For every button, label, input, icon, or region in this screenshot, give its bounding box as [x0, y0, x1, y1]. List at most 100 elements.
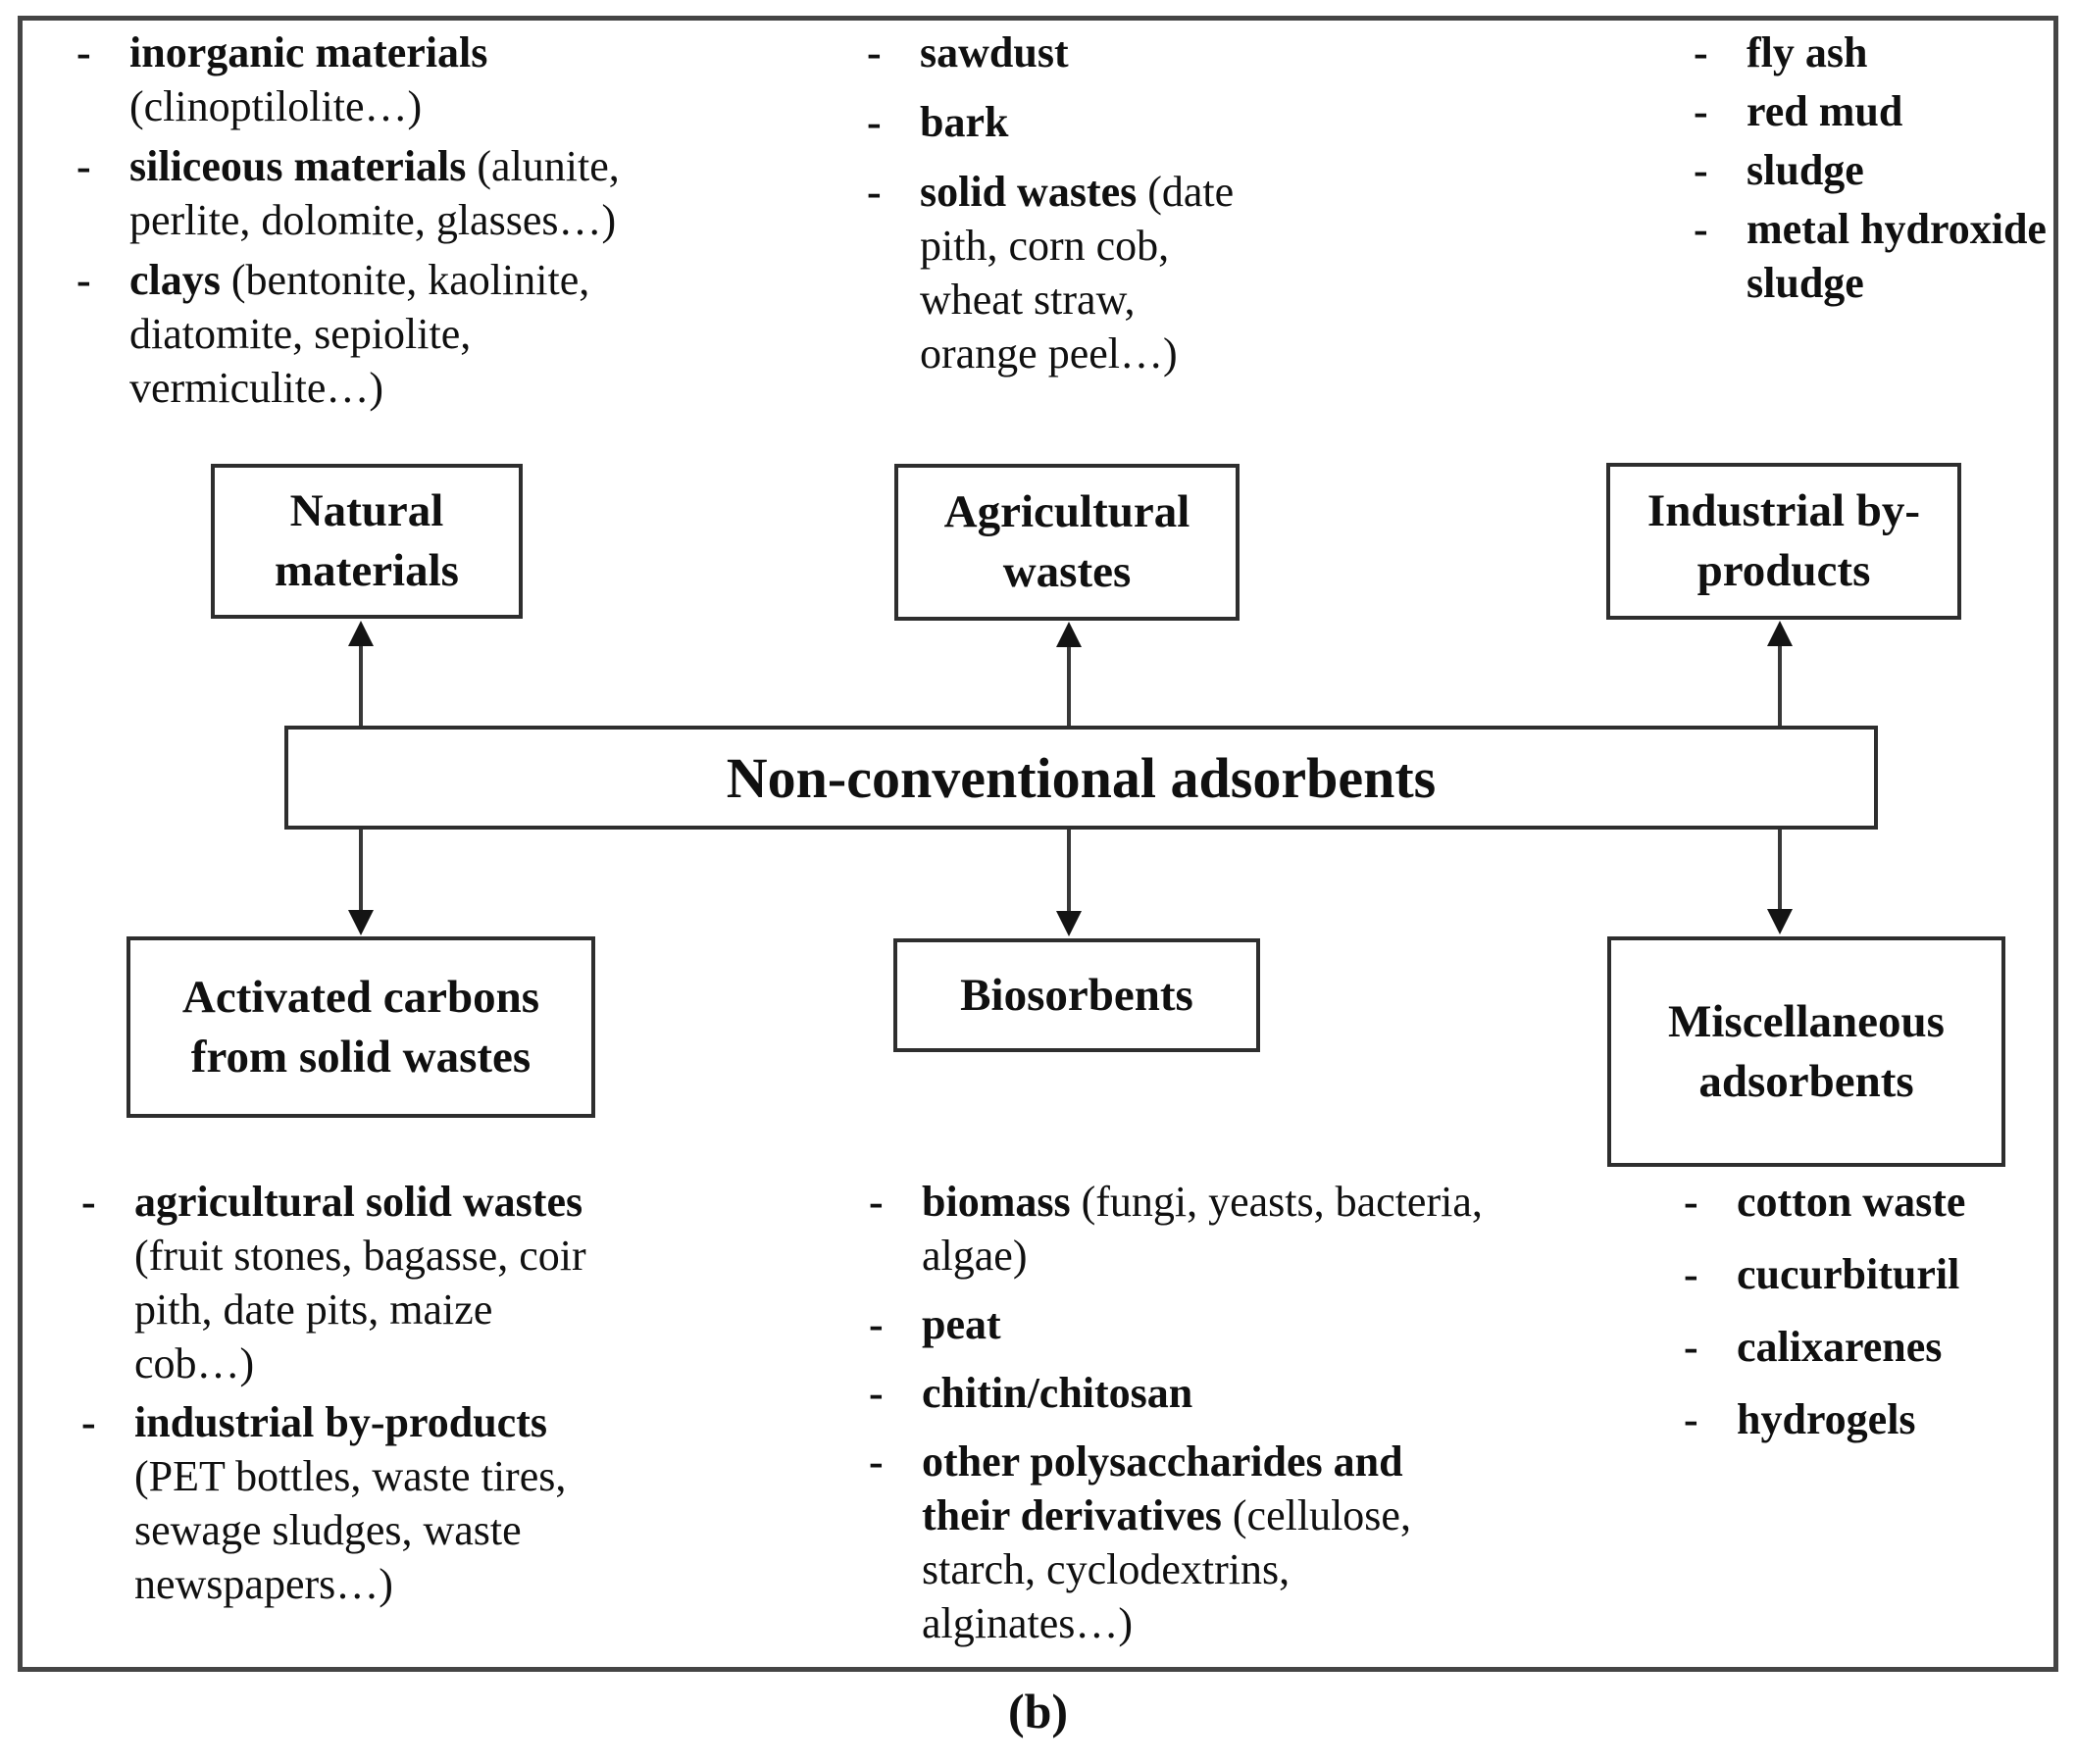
list-item: - calixarenes — [1684, 1320, 2076, 1374]
natural-materials-box: Natural materials — [211, 464, 523, 619]
miscellaneous-examples-list: - cotton waste - cucurbituril - calixare… — [1684, 1175, 2076, 1465]
dash-bullet: - — [76, 142, 91, 190]
industrial-byproducts-examples-list: - fly ash - red mud - sludge - metal hyd… — [1694, 25, 2056, 315]
item-detail: (date pith, corn cob, wheat straw, orang… — [920, 168, 1235, 378]
item-term: calixarenes — [1737, 1323, 1943, 1371]
dash-bullet: - — [76, 28, 91, 76]
item-term: other polysaccharides and their derivati… — [922, 1437, 1403, 1539]
list-item: - industrial by-products (PET bottles, w… — [81, 1395, 616, 1611]
dash-bullet: - — [81, 1178, 96, 1226]
dash-bullet: - — [1694, 146, 1708, 194]
item-detail: (clinoptilolite…) — [129, 82, 423, 130]
list-item: - clays (bentonite, kaolinite, diatomite… — [76, 253, 684, 415]
dash-bullet: - — [81, 1398, 96, 1446]
list-item: - sludge — [1694, 143, 2056, 197]
dash-bullet: - — [869, 1369, 884, 1417]
list-item: - hydrogels — [1684, 1392, 2076, 1446]
box-label: Biosorbents — [960, 969, 1193, 1021]
list-item: - cucurbituril — [1684, 1247, 2076, 1301]
list-item: - chitin/chitosan — [869, 1366, 1496, 1420]
up-arrow-industrial — [1767, 621, 1793, 726]
item-detail: (cellulose, starch, cyclodextrins, algin… — [922, 1491, 1411, 1647]
dash-bullet: - — [869, 1300, 884, 1348]
item-term: agricultural solid wastes — [134, 1178, 583, 1226]
arrow-head-icon — [1056, 622, 1082, 647]
miscellaneous-adsorbents-box: Miscellaneous adsorbents — [1607, 936, 2005, 1167]
agricultural-wastes-examples-list: - sawdust - bark - solid wastes (date pi… — [867, 25, 1259, 396]
dash-bullet: - — [869, 1178, 884, 1226]
arrow-shaft — [359, 646, 363, 726]
non-conventional-adsorbents-band: Non-conventional adsorbents — [284, 726, 1878, 830]
list-item: - solid wastes (date pith, corn cob, whe… — [867, 165, 1259, 380]
item-detail: (fungi, yeasts, bacteria, algae) — [922, 1178, 1483, 1280]
item-term: siliceous materials — [129, 142, 467, 190]
down-arrow-activated — [348, 830, 374, 935]
item-term: hydrogels — [1737, 1395, 1916, 1443]
item-term: clays — [129, 256, 221, 304]
item-detail: (alunite, perlite, dolomite, glasses…) — [129, 142, 620, 244]
arrow-head-icon — [1056, 911, 1082, 936]
up-arrow-natural — [348, 621, 374, 726]
dash-bullet: - — [867, 98, 882, 146]
dash-bullet: - — [1684, 1395, 1698, 1443]
item-term: industrial by-products — [134, 1398, 547, 1446]
arrow-head-icon — [1767, 909, 1793, 934]
list-item: - fly ash — [1694, 25, 2056, 79]
natural-materials-examples-list: - inorganic materials (clinoptilolite…) … — [76, 25, 684, 421]
dash-bullet: - — [867, 168, 882, 216]
item-term: red mud — [1747, 87, 1903, 135]
arrow-shaft — [1067, 830, 1071, 911]
up-arrow-agricultural — [1056, 622, 1082, 726]
dash-bullet: - — [869, 1437, 884, 1486]
list-item: - other polysaccharides and their deriva… — [869, 1435, 1496, 1650]
item-term: fly ash — [1747, 28, 1868, 76]
arrow-shaft — [1778, 646, 1782, 726]
item-term: peat — [922, 1300, 1001, 1348]
dash-bullet: - — [1684, 1178, 1698, 1226]
item-term: solid wastes — [920, 168, 1138, 216]
dash-bullet: - — [76, 256, 91, 304]
dash-bullet: - — [867, 28, 882, 76]
item-term: cucurbituril — [1737, 1250, 1960, 1298]
agricultural-wastes-box: Agricultural wastes — [894, 464, 1240, 621]
industrial-byproducts-box: Industrial by-products — [1606, 463, 1961, 620]
biosorbents-box: Biosorbents — [893, 938, 1260, 1052]
figure-caption: (b) — [1007, 1684, 1069, 1739]
box-label: Miscellaneous adsorbents — [1668, 995, 1945, 1107]
box-label: Agricultural wastes — [943, 486, 1190, 597]
list-item: - red mud — [1694, 84, 2056, 138]
item-term: inorganic materials — [129, 28, 488, 76]
item-term: sawdust — [920, 28, 1069, 76]
list-item: - biomass (fungi, yeasts, bacteria, alga… — [869, 1175, 1496, 1283]
diagram-outer-frame — [18, 16, 2058, 1672]
item-term: biomass — [922, 1178, 1071, 1226]
arrow-shaft — [1067, 647, 1071, 726]
biosorbents-examples-list: - biomass (fungi, yeasts, bacteria, alga… — [869, 1175, 1496, 1665]
dash-bullet: - — [1694, 205, 1708, 253]
box-label: Industrial by-products — [1646, 485, 1921, 596]
dash-bullet: - — [1694, 87, 1708, 135]
list-item: - sawdust — [867, 25, 1259, 79]
down-arrow-biosorbents — [1056, 830, 1082, 936]
item-term: sludge — [1747, 146, 1864, 194]
arrow-head-icon — [348, 621, 374, 646]
item-term: cotton waste — [1737, 1178, 1966, 1226]
activated-carbons-examples-list: - agricultural solid wastes (fruit stone… — [81, 1175, 616, 1616]
box-label: Natural materials — [275, 485, 459, 596]
list-item: - bark — [867, 95, 1259, 149]
item-detail: (bentonite, kaolinite, diatomite, sepiol… — [129, 256, 590, 412]
item-term: chitin/chitosan — [922, 1369, 1193, 1417]
dash-bullet: - — [1684, 1323, 1698, 1371]
dash-bullet: - — [1694, 28, 1708, 76]
list-item: - inorganic materials (clinoptilolite…) — [76, 25, 684, 133]
arrow-head-icon — [348, 910, 374, 935]
item-term: bark — [920, 98, 1009, 146]
list-item: - agricultural solid wastes (fruit stone… — [81, 1175, 616, 1390]
band-label: Non-conventional adsorbents — [726, 745, 1437, 810]
arrow-shaft — [359, 830, 363, 910]
list-item: - cotton waste — [1684, 1175, 2076, 1229]
box-label: Activated carbons from solid wastes — [181, 971, 540, 1083]
list-item: - siliceous materials (alunite, perlite,… — [76, 139, 684, 247]
item-term: metal hydroxide sludge — [1747, 205, 2047, 307]
